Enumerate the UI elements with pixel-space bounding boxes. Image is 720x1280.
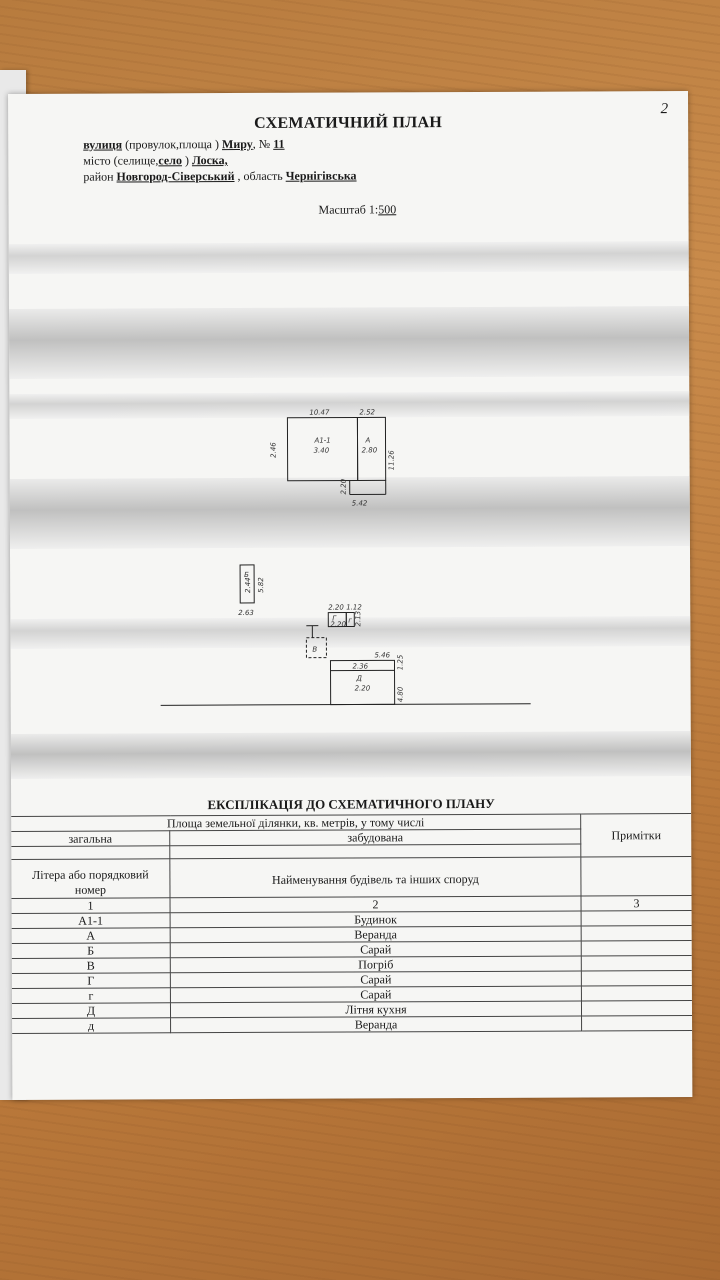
shed-b-area: 2.44 bbox=[244, 577, 252, 593]
dim-left: 2.46 bbox=[270, 442, 278, 458]
row-note bbox=[581, 985, 692, 1002]
row-letter: Г bbox=[11, 972, 171, 989]
shed-b-bottom: 2.63 bbox=[238, 609, 254, 617]
row-name: Сарай bbox=[170, 986, 582, 1003]
kitchen-top: 5.46 bbox=[374, 651, 390, 659]
row-note bbox=[581, 1000, 693, 1017]
row-letter: Б bbox=[11, 942, 171, 959]
notes-header: Примітки bbox=[580, 813, 692, 858]
col3-header-blank bbox=[580, 856, 692, 897]
cellar-outline bbox=[305, 637, 327, 659]
veranda-outline bbox=[356, 416, 387, 481]
kitchen-id: Д bbox=[356, 674, 363, 682]
row-name: Сарай bbox=[170, 971, 582, 988]
row-name: Веранда bbox=[170, 1016, 582, 1033]
total-header: загальна bbox=[11, 830, 170, 847]
row-name: Сарай bbox=[170, 941, 582, 958]
kitchen-side: 1.25 bbox=[396, 654, 404, 670]
explication-table: Площа земельної ділянки, кв. метрів, у т… bbox=[11, 813, 693, 1034]
table-row: д Веранда bbox=[12, 1015, 693, 1034]
col1-header: Літера або порядковий номер bbox=[11, 858, 171, 899]
row-letter: г bbox=[11, 987, 171, 1004]
row-note bbox=[581, 970, 692, 987]
cellar-id: В bbox=[312, 646, 317, 654]
shed-g-small-outline bbox=[345, 611, 355, 628]
total-value bbox=[11, 845, 170, 860]
row-letter: д bbox=[12, 1017, 171, 1034]
dim-bottom: 5.42 bbox=[352, 499, 368, 507]
row-letter: В bbox=[11, 957, 171, 974]
row-letter: А bbox=[11, 927, 171, 944]
veranda-area: 2.80 bbox=[362, 446, 378, 454]
row-note bbox=[581, 1015, 693, 1032]
dim-top-right: 2.52 bbox=[359, 408, 375, 416]
shed-g-small: г bbox=[348, 617, 352, 625]
col-num-3: 3 bbox=[580, 895, 692, 912]
row-note bbox=[581, 910, 692, 927]
street-line bbox=[160, 703, 531, 706]
kitchen-side2: 4.80 bbox=[397, 686, 405, 702]
shed-b-outline bbox=[239, 564, 255, 604]
site-plan-drawing: 10.47 2.52 2.46 11.26 А1-1 3.40 А 2.80 2… bbox=[160, 408, 531, 706]
veranda-id: А bbox=[364, 436, 370, 444]
shed-g-id: Г bbox=[332, 615, 337, 623]
explication-title: ЕКСПЛІКАЦІЯ ДО СХЕМАТИЧНОГО ПЛАНУ bbox=[207, 795, 495, 813]
house-area: 3.40 bbox=[314, 447, 330, 455]
house-id: А1-1 bbox=[313, 437, 330, 445]
row-note bbox=[581, 925, 692, 942]
col2-header: Найменування будівель та інших споруд bbox=[169, 857, 581, 898]
dim-bottom-mid: 2.20 bbox=[340, 478, 348, 494]
row-name: Літня кухня bbox=[170, 1001, 582, 1018]
dim-right: 11.26 bbox=[388, 450, 396, 471]
kitchen-area: 2.20 bbox=[355, 684, 371, 692]
site-plan: 10.47 2.52 2.46 11.26 А1-1 3.40 А 2.80 2… bbox=[8, 91, 691, 754]
kitchen-veranda: 2.36 bbox=[352, 662, 368, 670]
row-letter: Д bbox=[11, 1002, 171, 1019]
row-name: Погріб bbox=[170, 956, 582, 973]
shed-b-side: 5.82 bbox=[257, 577, 265, 593]
shed-g-top: 2.20 bbox=[328, 604, 344, 612]
shed-g-side: 2.13 bbox=[354, 611, 362, 627]
col-num-1: 1 bbox=[11, 897, 171, 914]
dim-top-left: 10.47 bbox=[309, 409, 330, 417]
row-note bbox=[581, 955, 692, 972]
shed-b-id: Б bbox=[244, 571, 249, 579]
row-note bbox=[581, 940, 692, 957]
document-page: 2 СХЕМАТИЧНИЙ ПЛАН вулиця (провулок,площ… bbox=[8, 91, 693, 1100]
shed-g-area: 2.20 bbox=[330, 621, 346, 629]
shed-g-top2: 1.12 bbox=[346, 603, 362, 611]
row-letter: А1-1 bbox=[11, 912, 171, 929]
